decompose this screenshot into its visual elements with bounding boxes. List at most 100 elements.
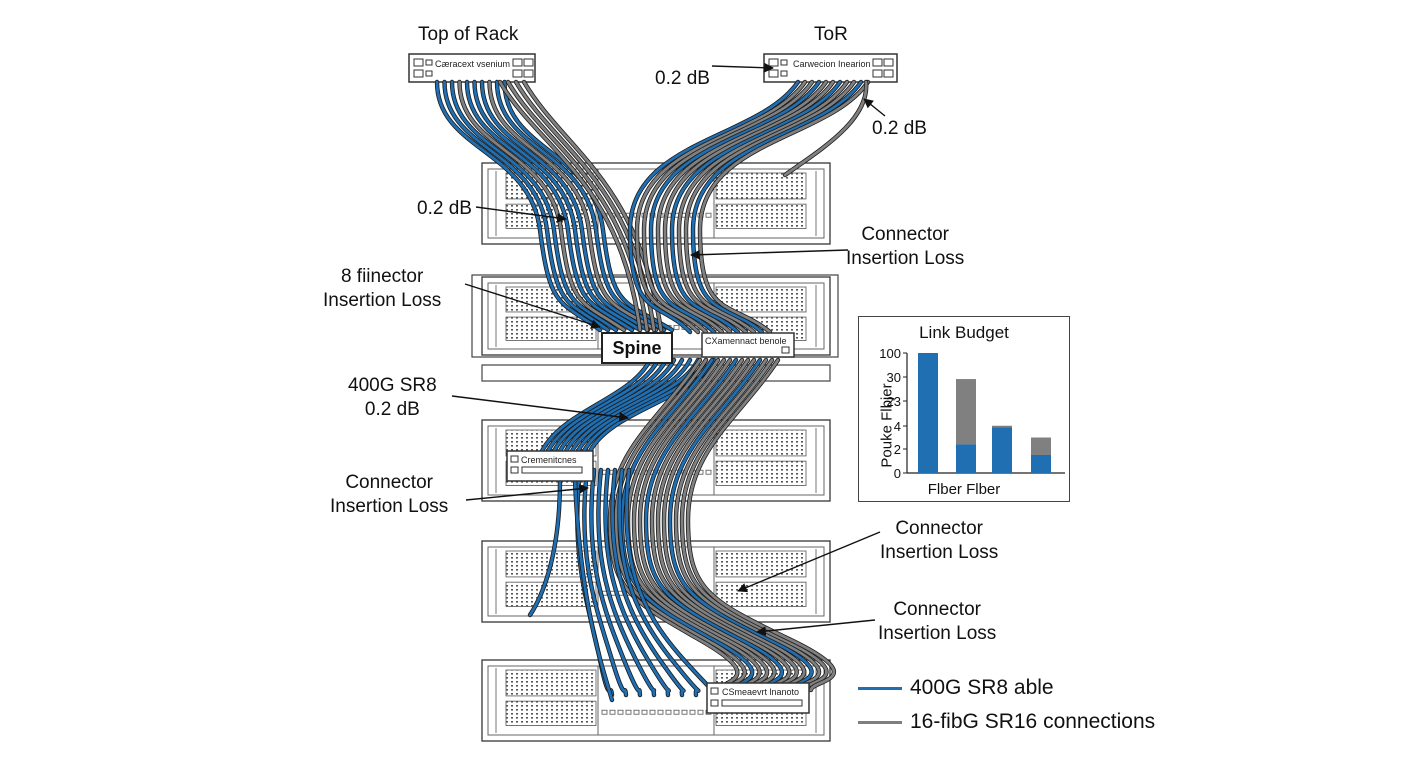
label-400g-sr8-line1: 400G SR8 — [348, 375, 437, 396]
legend-label-sr8: 400G SR8 able — [910, 676, 1054, 699]
cable — [628, 80, 800, 334]
label-db-tor-right: 0.2 dB — [872, 118, 927, 139]
cable — [480, 80, 650, 332]
bar-segment-gray — [992, 425, 1012, 428]
legend-item-sr8: 400G SR8 able — [858, 676, 1054, 700]
cable — [635, 80, 807, 334]
label-db-tor-left: 0.2 dB — [655, 68, 710, 89]
rack3-patch-panel — [506, 450, 594, 482]
label-fiinector: 8 fiinector Insertion Loss — [323, 265, 441, 313]
bar-segment-blue — [992, 427, 1012, 473]
cable — [663, 80, 835, 334]
cable — [503, 80, 674, 332]
legend-swatch-gray — [858, 720, 902, 724]
cable — [691, 80, 863, 334]
cable — [556, 358, 676, 457]
bar-segment-gray — [1031, 437, 1051, 455]
cable — [528, 478, 562, 617]
cable — [662, 358, 806, 692]
cable — [573, 478, 614, 702]
cable — [550, 358, 668, 457]
chart-title: Link Budget — [919, 323, 1009, 342]
label-fiinector-line2: Insertion Loss — [323, 290, 442, 311]
cable — [544, 358, 660, 457]
label-connector-4-line1: Connector — [893, 599, 981, 620]
label-connector-2-line1: Connector — [345, 472, 433, 493]
cable — [488, 80, 658, 332]
cable — [562, 358, 684, 457]
label-connector-1: Connector Insertion Loss — [846, 223, 964, 271]
cable — [670, 80, 842, 334]
bar-segment-gray — [956, 379, 976, 445]
spine-panel-text: CXamennact benole — [705, 336, 787, 346]
cable — [632, 358, 769, 692]
label-connector-4: Connector Insertion Loss — [878, 598, 996, 646]
cable — [582, 468, 628, 697]
label-fiinector-line1: 8 fiinector — [340, 266, 424, 287]
annotation-arrows — [451, 62, 886, 636]
cable — [618, 468, 700, 697]
rack3-panel-text: Cremenitcnes — [521, 455, 577, 465]
tor-switch-left — [408, 53, 536, 83]
cable — [783, 80, 868, 177]
cable — [568, 358, 692, 457]
label-connector-2: Connector Insertion Loss — [330, 471, 448, 519]
label-connector-1-line2: Insertion Loss — [846, 248, 965, 269]
cable — [611, 468, 685, 697]
cable — [435, 80, 602, 332]
cable — [458, 80, 626, 332]
label-connector-3-line1: Connector — [895, 518, 983, 539]
cable — [644, 358, 784, 692]
cable — [473, 80, 642, 332]
cable — [495, 80, 666, 332]
spine-patch-panel — [701, 332, 795, 358]
y-tick-label: 23 — [887, 394, 901, 409]
label-connector-4-line2: Insertion Loss — [878, 623, 997, 644]
bar-segment-blue — [918, 353, 938, 473]
label-400g-sr8: 400G SR8 0.2 dB — [348, 374, 437, 422]
bar-segment-blue — [1031, 455, 1051, 473]
cable — [698, 80, 870, 334]
cable — [686, 358, 836, 692]
bar-segment-blue — [956, 444, 976, 473]
label-top-of-rack: Top of Rack — [418, 24, 519, 45]
cable — [668, 358, 813, 692]
cable — [498, 80, 642, 332]
cable — [656, 358, 799, 692]
y-tick-label: 30 — [887, 370, 901, 385]
cable — [538, 358, 652, 457]
cable — [680, 358, 828, 692]
label-tor: ToR — [814, 24, 848, 45]
cable — [684, 80, 856, 334]
y-tick-label: 100 — [879, 346, 901, 361]
cable — [443, 80, 610, 332]
tor-left-panel-text: Cæracext vsenium — [435, 59, 511, 69]
rack5-patch-panel — [706, 682, 810, 714]
cable — [642, 80, 814, 334]
y-tick-label: 2 — [894, 442, 901, 457]
label-400g-sr8-line2: 0.2 dB — [364, 399, 420, 420]
rack5-panel-text: CSmeaevrt lnanoto — [722, 687, 800, 697]
cable — [638, 358, 776, 692]
fiber-cables — [434, 79, 871, 703]
label-connector-2-line2: Insertion Loss — [330, 496, 449, 517]
label-connector-1-line1: Connector — [861, 224, 949, 245]
legend-label-sr16: 16-fibG SR16 connections — [910, 710, 1156, 733]
cable — [604, 468, 671, 697]
cable — [465, 80, 634, 332]
cable — [589, 468, 642, 697]
chart-y-axis-label: Pouke Flbjer — [878, 383, 896, 468]
cable — [450, 80, 618, 332]
y-tick-label: 0 — [894, 466, 901, 481]
tor-right-panel-text: Carwecion Inearion — [793, 59, 871, 69]
cable — [674, 358, 821, 692]
spine-label: Spine — [601, 332, 673, 364]
legend-swatch-blue — [858, 686, 902, 690]
cable — [597, 468, 656, 697]
label-connector-3: Connector Insertion Loss — [880, 517, 998, 565]
legend-item-sr16: 16-fibG SR16 connections — [858, 710, 1155, 734]
cable — [677, 80, 849, 334]
